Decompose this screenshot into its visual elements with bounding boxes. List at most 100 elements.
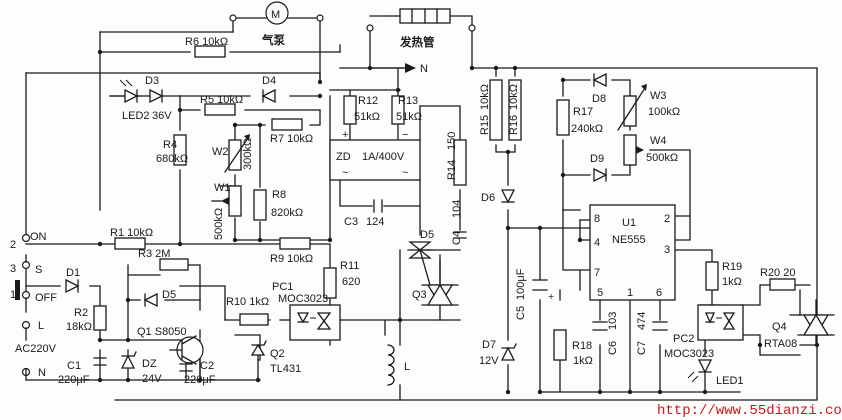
r15-label: R15 (479, 115, 491, 135)
dz-label: DZ (142, 358, 157, 370)
c6-label: C6 (607, 341, 619, 355)
resistor-r8: R8 820kΩ (253, 189, 303, 221)
mains-input: L AC220V N (15, 320, 57, 381)
pin2: 2 (664, 213, 670, 225)
c5-label: C5 (515, 306, 527, 320)
capacitor-c1: C1 220μF (58, 357, 107, 386)
ic-u1-ne555: U1 NE555 8 4 7 5 1 6 2 3 (589, 204, 676, 301)
regulator-q2: Q2 TL431 (250, 340, 301, 375)
switch-on-label: ON (30, 231, 47, 243)
motor-label: M (271, 9, 280, 21)
pin1: 1 (627, 287, 633, 299)
capacitor-c6: C6 103 (592, 312, 619, 355)
r1-label: R1 10kΩ (110, 227, 153, 239)
junctions (97, 49, 820, 395)
r20-label: R20 20 (760, 267, 795, 279)
w1-value: 500kΩ (213, 208, 225, 240)
resistor-r5: R5 10kΩ (200, 94, 243, 116)
c2-label: C2 (200, 360, 214, 372)
c4-label: C4 (451, 231, 463, 245)
heater-label: 发热管 (399, 35, 435, 49)
switch-off-label: OFF (35, 292, 57, 304)
triac-q4: Q4 RTA08 (764, 299, 835, 350)
pot-w4: W4 500kΩ (623, 134, 678, 166)
pot-w2: W2 300kΩ (212, 134, 254, 173)
resistor-r11: R11 620 (323, 260, 360, 299)
triac-q3: Q3 (412, 249, 459, 321)
w1-label: W1 (214, 182, 231, 194)
led2: LED2 (109, 79, 150, 122)
pin6: 6 (656, 287, 662, 299)
pc1-model: MOC3023 (278, 293, 328, 305)
r8-value: 820kΩ (271, 207, 303, 219)
pc2-model: MOC3023 (664, 348, 714, 360)
r17-value: 240kΩ (571, 123, 603, 135)
c7-label: C7 (636, 341, 648, 355)
q1-label: Q1 S8050 (137, 326, 187, 338)
d6-label: D6 (481, 192, 495, 204)
zener-d7: D7 12V (479, 339, 517, 367)
r19-label: R19 (722, 261, 742, 273)
inductor-l: L (387, 344, 410, 386)
r4-value: 680kΩ (156, 153, 188, 165)
q4-label: Q4 (772, 321, 787, 333)
c6-value: 103 (607, 312, 619, 330)
pin3: 3 (664, 244, 670, 256)
capacitor-c7: C7 474 (636, 312, 668, 355)
q2-model: TL431 (270, 363, 301, 375)
pin4: 4 (594, 237, 600, 249)
diode-d6: D6 (481, 189, 516, 204)
c5-value: 100μF (515, 268, 527, 300)
led2-label: LED2 (122, 110, 150, 122)
diode-d1: D1 (65, 267, 80, 294)
r2-label: R2 (74, 307, 88, 319)
diode-d4: D4 (261, 75, 276, 104)
capacitor-c3: C3 124 (344, 199, 384, 228)
resistor-r4: R4 680kΩ (156, 134, 188, 166)
resistor-r13: R13 51kΩ (391, 95, 422, 125)
resistor-r12: R12 51kΩ (343, 95, 380, 125)
c3-value: 124 (366, 216, 384, 228)
zd-ac2: ~ (402, 167, 408, 179)
pin5: 5 (597, 287, 603, 299)
ac220v-label: AC220V (15, 343, 57, 355)
r13-value: 51kΩ (396, 111, 422, 123)
r17-label: R17 (573, 106, 593, 118)
r7-label: R7 10kΩ (270, 133, 313, 145)
l-label: L (404, 361, 410, 373)
d5-top-label: D5 (420, 229, 434, 241)
resistor-r9: R9 10kΩ (270, 237, 313, 265)
pin7: 7 (594, 267, 600, 279)
svg-text:+: + (548, 291, 554, 303)
zd-plus: + (342, 129, 348, 141)
terminal-2: 2 (10, 239, 16, 251)
heater-tube: 发热管 (366, 8, 476, 49)
pump-motor: M 气泵 (229, 1, 324, 47)
resistor-r2: R2 18kΩ (66, 305, 107, 333)
r8-label: R8 (272, 189, 286, 201)
n-arrow: N (369, 63, 428, 75)
r16-label: R16 (508, 115, 520, 135)
w2-value: 300kΩ (242, 138, 254, 170)
r3-label: R3 2M (138, 248, 170, 260)
r10-label: R10 1kΩ (226, 296, 269, 308)
u1-label: U1 (622, 217, 636, 229)
led1: LED1 (687, 359, 744, 393)
r14-value: 150 (446, 132, 458, 150)
zener-dz: DZ 24V (120, 351, 162, 385)
r4-label: R4 (163, 139, 177, 151)
c7-value: 474 (636, 312, 648, 330)
d7-value: 12V (479, 355, 499, 367)
resistor-r3: R3 2M (138, 248, 189, 271)
q2-label: Q2 (270, 348, 285, 360)
r15-value: 10kΩ (479, 84, 491, 110)
resistor-r20: R20 20 (760, 267, 796, 291)
zd-minus: − (402, 129, 408, 141)
watermark-url: http://www.55dianzi.com (657, 403, 842, 419)
pc2-label: PC2 (673, 333, 694, 345)
wires (25, 15, 818, 401)
d5-left-label: D5 (162, 289, 176, 301)
terminal-1: 1 (10, 289, 16, 301)
resistor-r15: R15 10kΩ (479, 79, 503, 141)
